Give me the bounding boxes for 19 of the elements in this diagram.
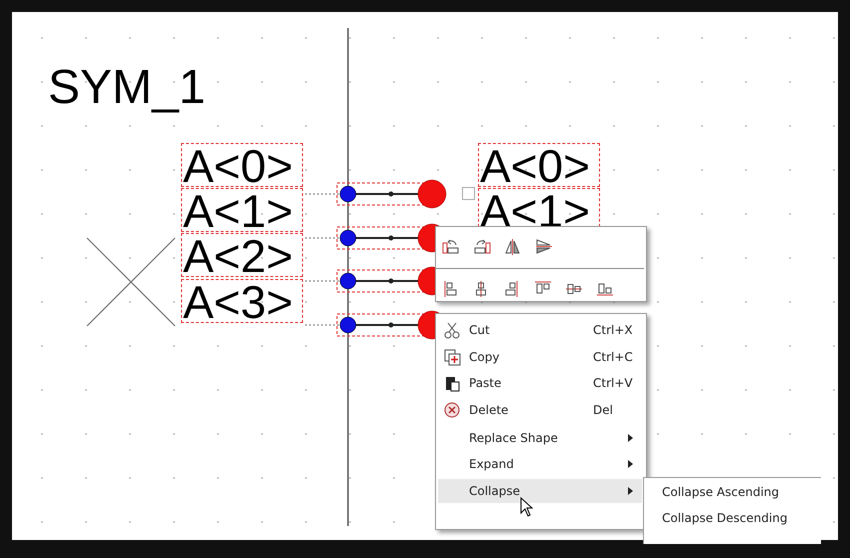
menu-item: Expand (438, 452, 642, 476)
menu-item: Collapse Descending (661, 510, 788, 527)
pin-label: A<1> (181, 188, 303, 232)
keyboard-shortcut: Ctrl+X (593, 322, 633, 339)
keyboard-shortcut: Del (593, 402, 613, 419)
menu-item: Collapse (438, 479, 642, 503)
pin-label: A<0> (181, 143, 303, 187)
menu-item: Collapse Ascending (661, 484, 780, 501)
menu-item: Copy Ctrl+C (438, 345, 642, 369)
menu-item: Cut Ctrl+X (438, 318, 642, 342)
menu-item: Paste Ctrl+V (438, 371, 642, 395)
pin-label: A<0> (478, 143, 600, 187)
pin-label: A<2> (181, 233, 303, 277)
menu-item: Replace Shape (438, 426, 642, 450)
pin-label: A<3> (181, 279, 303, 323)
keyboard-shortcut: Ctrl+C (593, 349, 633, 366)
keyboard-shortcut: Ctrl+V (593, 375, 633, 392)
symbol-name: SYM_1 (48, 60, 206, 116)
menu-item: Delete Del (438, 398, 642, 422)
